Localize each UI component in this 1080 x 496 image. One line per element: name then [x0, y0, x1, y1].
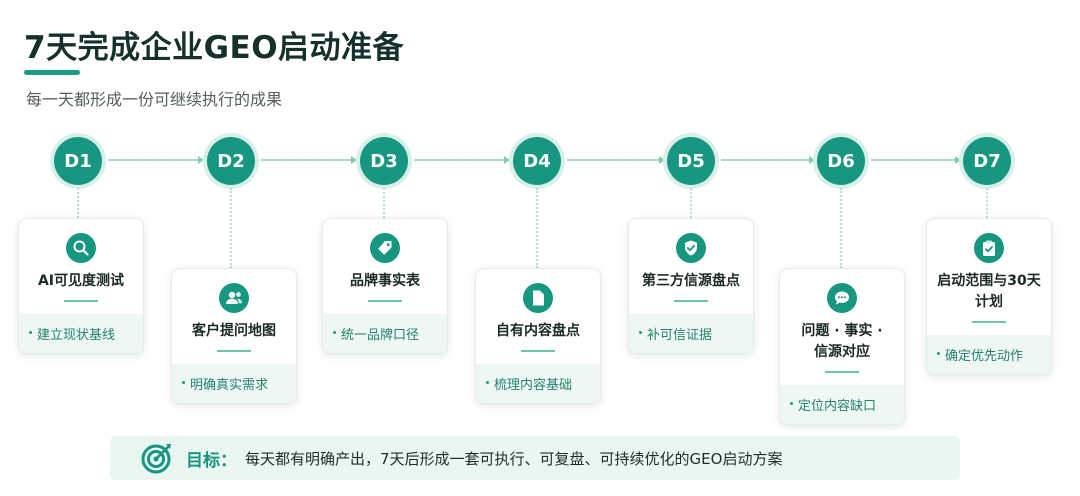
day-card-title: 问题 · 事实 · 信源对应: [780, 321, 904, 363]
day-node-d5: D5: [667, 137, 715, 185]
connector-d5-d6: [721, 156, 815, 164]
link-d5: [690, 188, 692, 218]
day-card-title: 品牌事实表: [350, 273, 420, 289]
shield-check-icon: [676, 233, 706, 263]
tag-icon: [370, 233, 400, 263]
day-card-d7: 启动范围与30天 计划 确定优先动作: [926, 218, 1052, 375]
link-d4: [536, 188, 538, 268]
card-divider: [64, 300, 98, 302]
connector-d6-d7: [871, 156, 961, 164]
day-card-d2: 客户提问地图 明确真实需求: [171, 268, 297, 404]
card-divider: [217, 350, 251, 352]
day-node-d6: D6: [817, 137, 865, 185]
page-title: 7天完成企业GEO启动准备: [24, 30, 405, 66]
chat-icon: [827, 283, 857, 313]
connector-d4-d5: [567, 156, 665, 164]
connector-d3-d4: [414, 156, 510, 164]
day-card-title: 客户提问地图: [192, 323, 276, 339]
link-d7: [986, 188, 988, 218]
card-divider: [674, 300, 708, 302]
day-card-title: 自有内容盘点: [496, 323, 580, 339]
day-card-d3: 品牌事实表 统一品牌口径: [322, 218, 448, 354]
goal-label: 目标：: [186, 450, 237, 471]
day-node-d4: D4: [513, 137, 561, 185]
day-card-title: AI可见度测试: [37, 273, 125, 289]
clipboard-check-icon: [974, 233, 1004, 263]
card-divider: [368, 300, 402, 302]
day-card-title: 第三方信源盘点: [642, 273, 740, 289]
card-divider: [521, 350, 555, 352]
day-card-item: 统一品牌口径: [323, 314, 447, 353]
document-icon: [523, 283, 553, 313]
connector-d2-d3: [261, 156, 357, 164]
day-card-item: 定位内容缺口: [780, 385, 904, 424]
page-subtitle: 每一天都形成一份可继续执行的成果: [26, 90, 283, 109]
day-card-title-line: 启动范围与30天: [937, 273, 1041, 289]
link-d2: [230, 188, 232, 268]
day-node-d3: D3: [360, 137, 408, 185]
goal-banner: 目标： 每天都有明确产出，7天后形成一套可执行、可复盘、可持续优化的GEO启动方…: [110, 436, 960, 480]
day-card-d6: 问题 · 事实 · 信源对应 定位内容缺口: [779, 268, 905, 425]
day-card-title-line: 问题 · 事实 ·: [801, 323, 883, 339]
day-card-item: 明确真实需求: [172, 364, 296, 403]
users-icon: [219, 283, 249, 313]
search-icon: [66, 233, 96, 263]
day-card-d5: 第三方信源盘点 补可信证据: [628, 218, 754, 354]
day-card-title-line: 计划: [975, 294, 1003, 310]
day-card-item: 梳理内容基础: [476, 364, 600, 403]
day-card-item: 补可信证据: [629, 314, 753, 353]
link-d3: [383, 188, 385, 218]
day-node-d7: D7: [963, 137, 1011, 185]
link-d1: [77, 188, 79, 218]
target-icon: [141, 444, 171, 474]
day-card-title-line: 信源对应: [814, 344, 870, 360]
title-underline: [24, 70, 80, 75]
day-card-d4: 自有内容盘点 梳理内容基础: [475, 268, 601, 404]
day-card-title: 启动范围与30天 计划: [927, 271, 1051, 313]
card-divider: [825, 371, 859, 373]
link-d6: [840, 188, 842, 268]
day-node-d1: D1: [54, 137, 102, 185]
goal-text: 每天都有明确产出，7天后形成一套可执行、可复盘、可持续优化的GEO启动方案: [245, 449, 783, 468]
day-node-d2: D2: [207, 137, 255, 185]
card-divider: [972, 321, 1006, 323]
day-card-item: 建立现状基线: [19, 314, 143, 353]
day-card-d1: AI可见度测试 建立现状基线: [18, 218, 144, 354]
connector-d1-d2: [108, 156, 204, 164]
day-card-item: 确定优先动作: [927, 335, 1051, 374]
